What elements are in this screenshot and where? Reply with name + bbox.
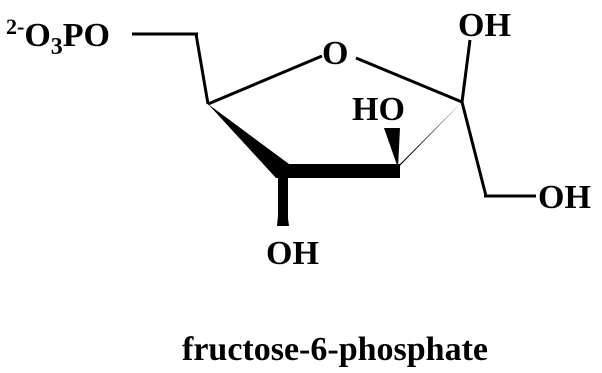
bond-ch2-c5 bbox=[194, 33, 210, 105]
ch2oh-hydroxyl-label: OH bbox=[538, 179, 591, 216]
anomeric-hydroxyl-label: OH bbox=[458, 7, 511, 44]
molecule-caption: fructose-6-phosphate bbox=[182, 331, 488, 368]
phosphate-group-label: 2-O3PO bbox=[6, 14, 110, 60]
wedge-bond-c4-oh-taper bbox=[277, 174, 289, 226]
phosphate-subscript: 3 bbox=[51, 34, 63, 60]
bond-ring-oxygen-c2 bbox=[355, 56, 463, 104]
bold-bond-c4-c3 bbox=[276, 164, 400, 178]
c4-hydroxyl-label: OH bbox=[266, 235, 319, 272]
phosphate-po: PO bbox=[63, 17, 110, 54]
wedge-bond-c3-ho bbox=[384, 128, 400, 168]
phosphate-oxygen: O bbox=[24, 17, 50, 54]
bond-c5-ring-oxygen bbox=[207, 54, 323, 106]
bond-c2-anomeric-oh bbox=[460, 39, 472, 103]
phosphate-charge: 2- bbox=[6, 14, 24, 39]
wedge-bond-c2-c3 bbox=[388, 102, 462, 178]
c3-hydroxyl-label: HO bbox=[352, 91, 405, 128]
ring-oxygen-label: O bbox=[322, 35, 348, 72]
wedge-bond-c5-c4 bbox=[208, 104, 289, 178]
bond-c2-ch2 bbox=[460, 101, 488, 197]
